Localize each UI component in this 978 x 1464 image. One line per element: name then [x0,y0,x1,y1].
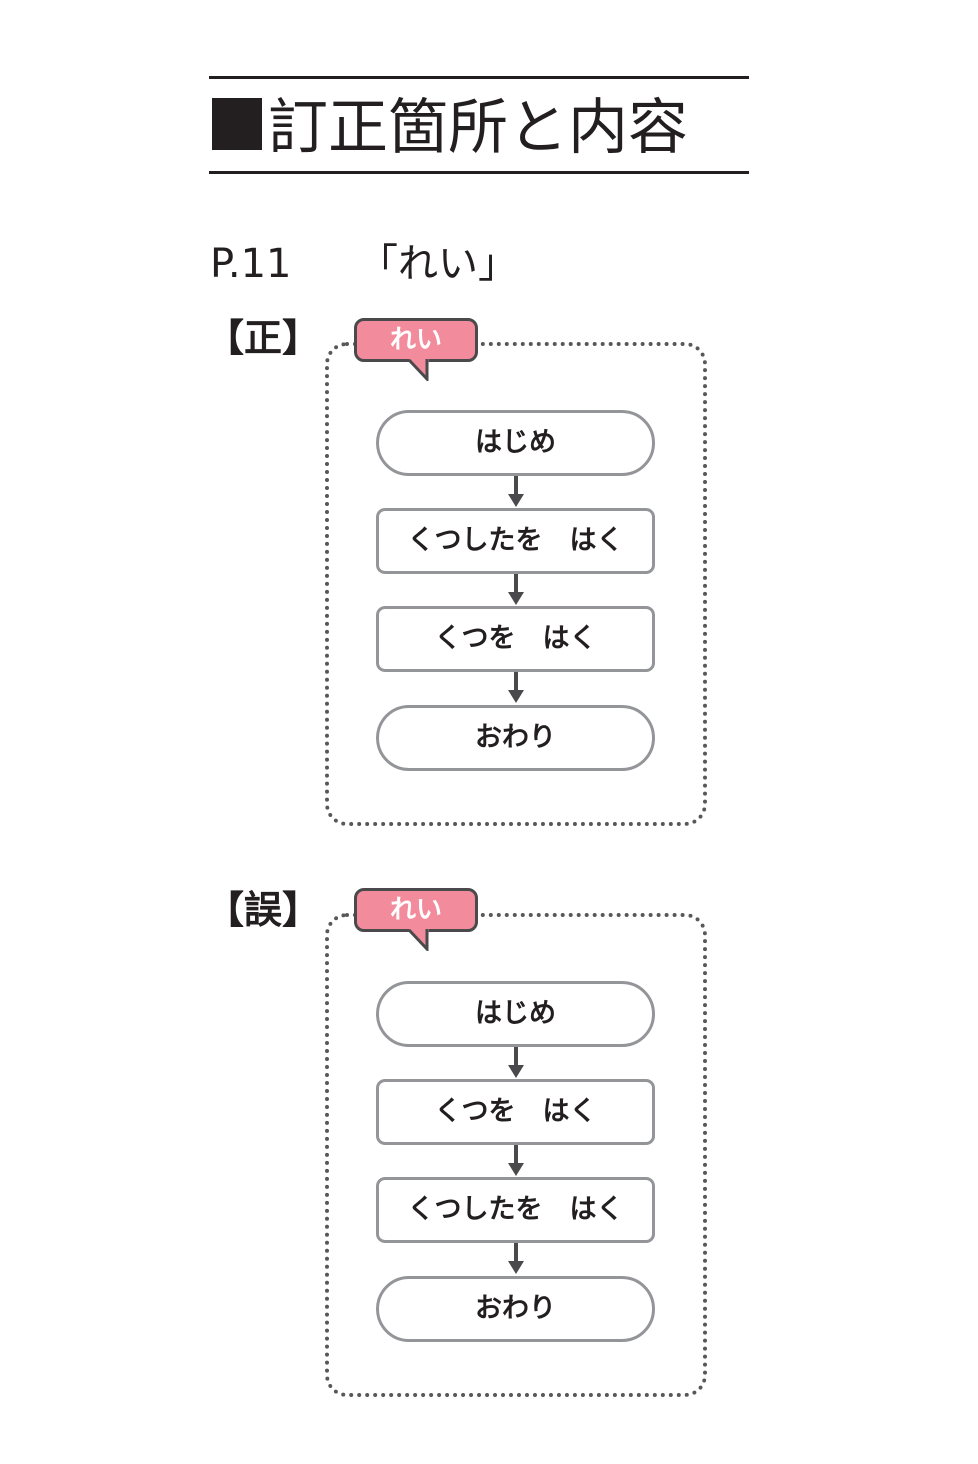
wrong-label: 【誤】 [206,888,321,932]
flow-node-step: くつしたを はく [376,508,655,574]
page-reference: P.11 「れい」 [210,240,518,288]
page-title-text: 訂正箇所と内容 [268,93,688,163]
flow-node-start: はじめ [376,981,655,1047]
correct-flowchart-panel [325,342,707,826]
arrow-down-icon [508,1145,524,1176]
flow-node-step: くつを はく [376,606,655,672]
arrow-down-icon [508,574,524,605]
bubble-label: れい [389,895,442,925]
correct-label: 【正】 [206,316,321,360]
arrow-down-icon [508,1047,524,1078]
title-rule-top [209,76,749,79]
arrow-down-icon [508,672,524,703]
title-rule-bottom [209,171,749,174]
arrow-down-icon [508,1243,524,1274]
speech-tail-icon [409,359,429,381]
page-title: 訂正箇所と内容 [212,92,688,164]
section-name: 「れい」 [358,241,518,287]
speech-tail-icon [409,929,429,951]
flow-node-step: くつを はく [376,1079,655,1145]
page-number: P.11 [210,241,292,287]
flow-node-step: くつしたを はく [376,1177,655,1243]
wrong-example-bubble: れい [354,888,478,951]
flow-node-end: おわり [376,705,655,771]
wrong-flowchart-panel [325,913,707,1397]
square-bullet-icon [212,98,262,150]
arrow-down-icon [508,476,524,507]
bubble-label: れい [389,325,442,355]
correct-example-bubble: れい [354,318,478,381]
flow-node-end: おわり [376,1276,655,1342]
flow-node-start: はじめ [376,410,655,476]
